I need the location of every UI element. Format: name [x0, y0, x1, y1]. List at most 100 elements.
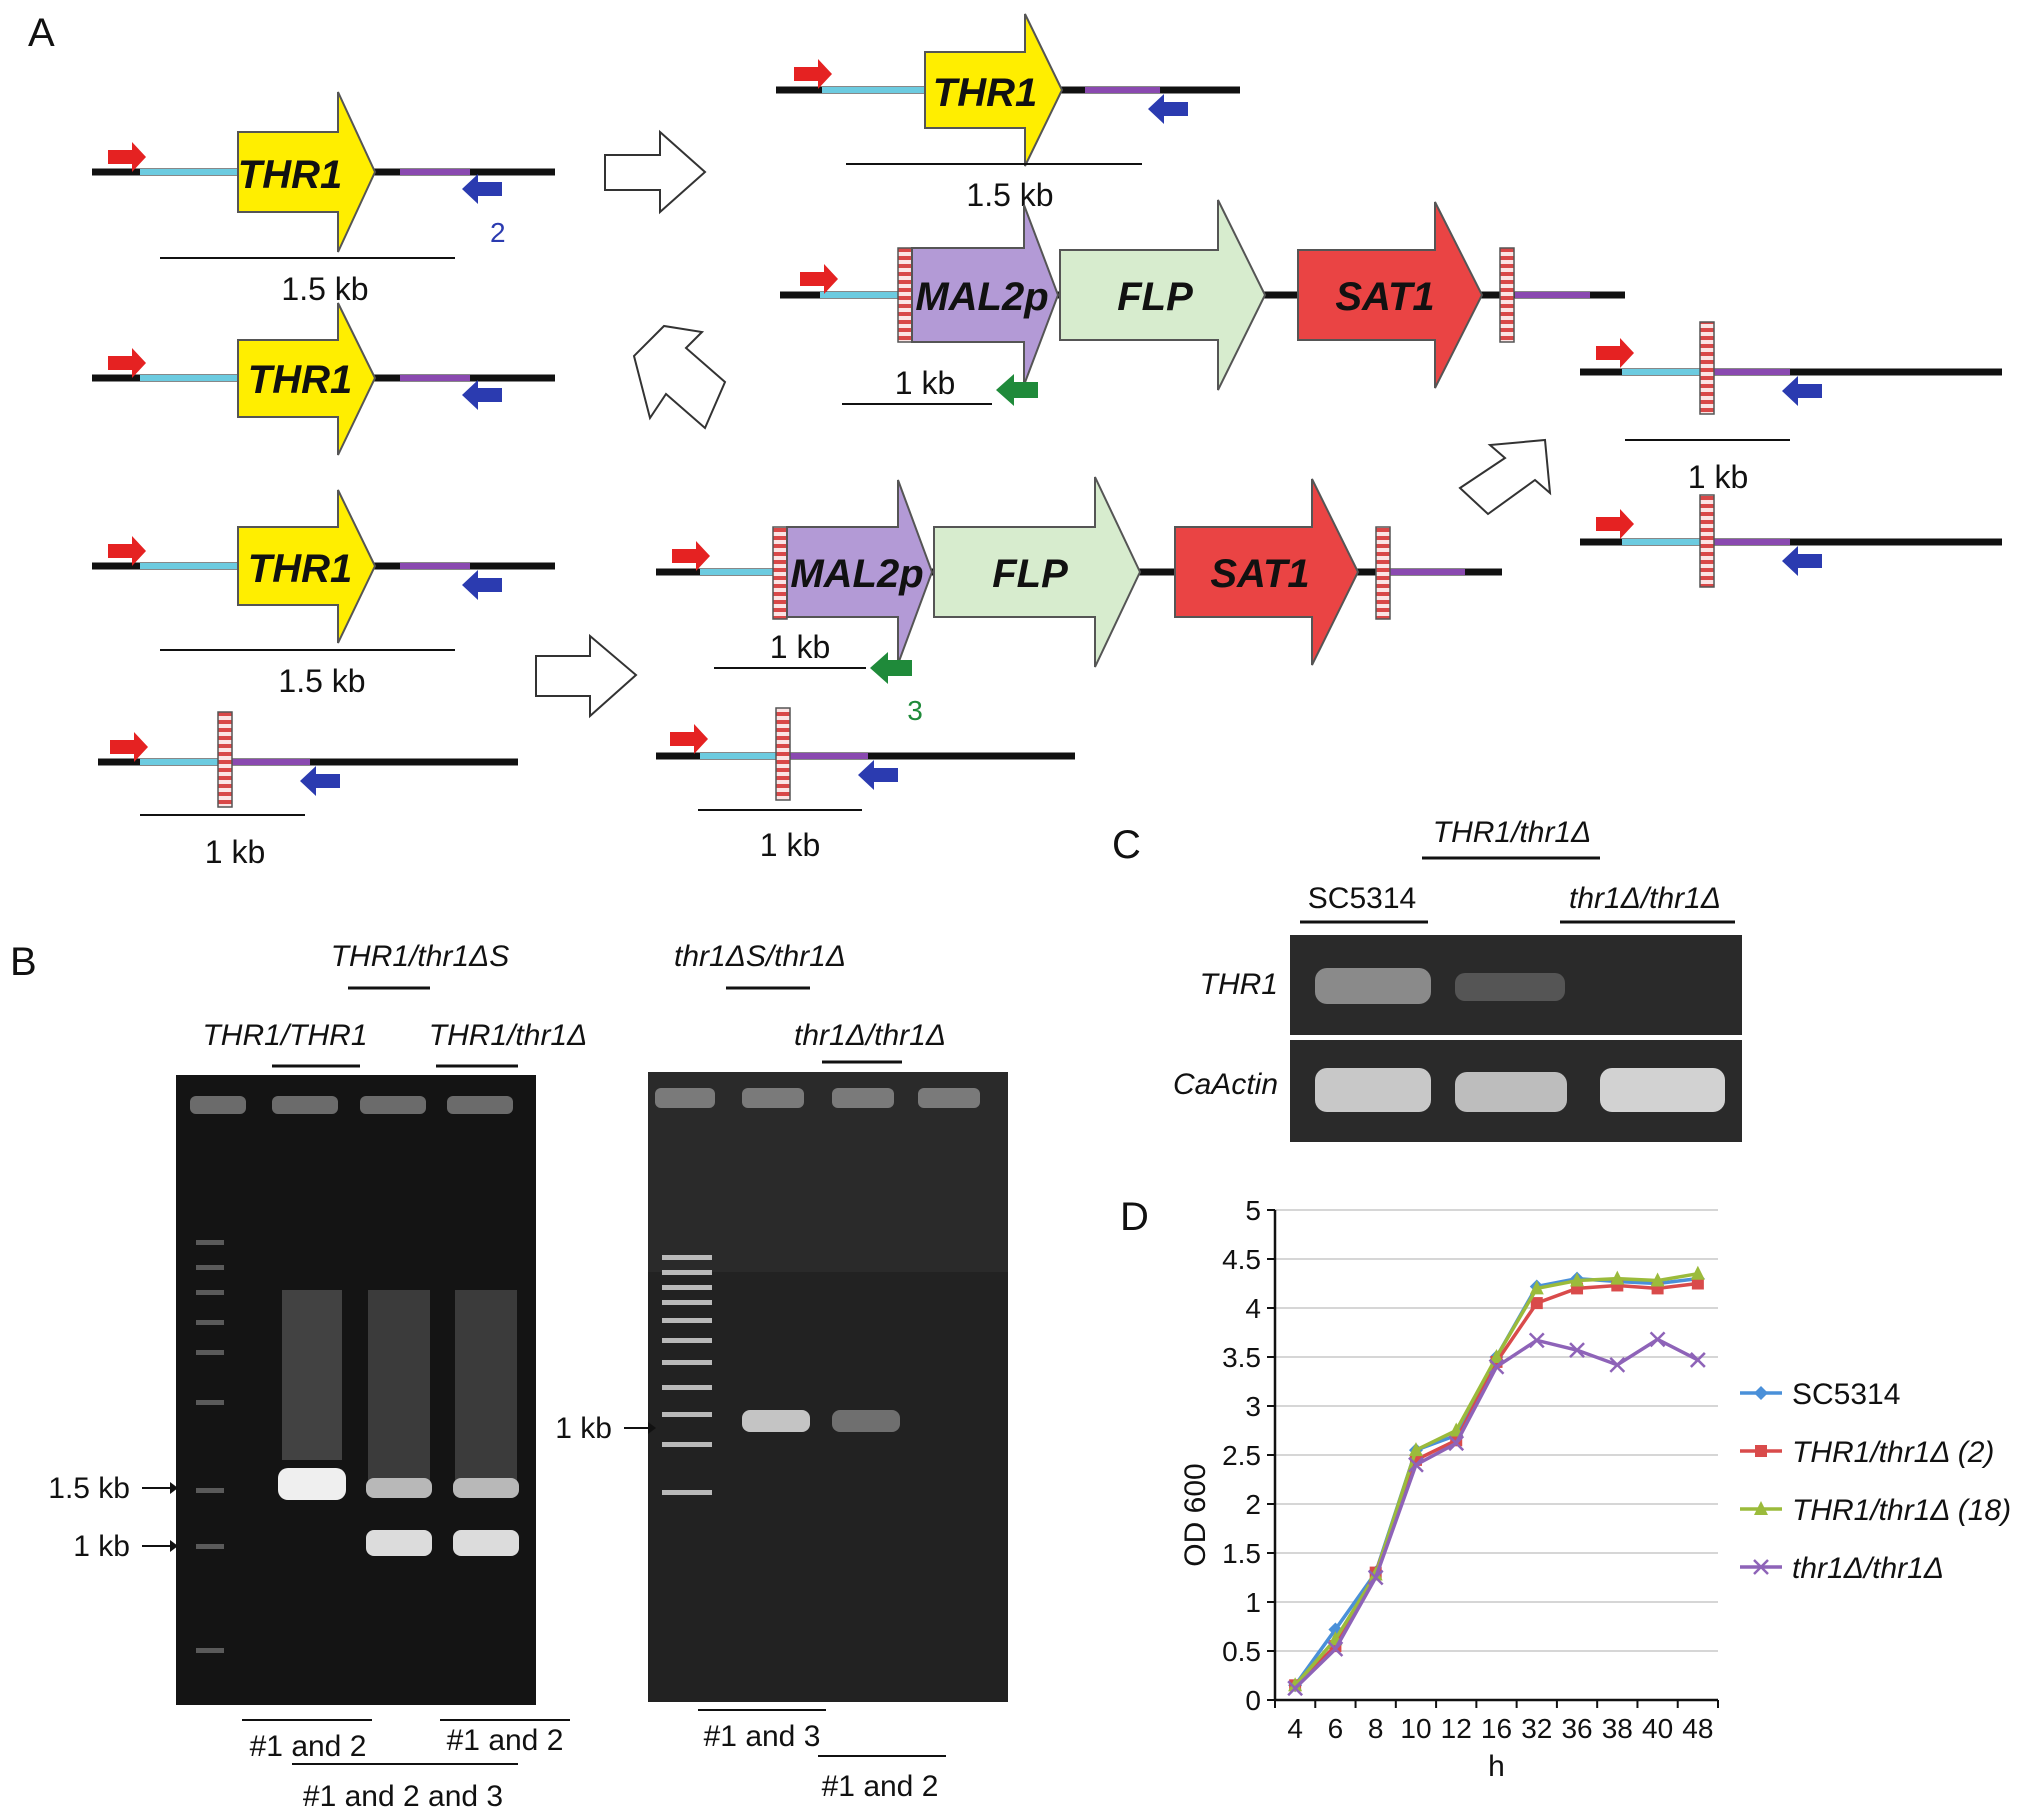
size-label: 1 kb	[205, 834, 265, 870]
gel-left-het-label: THR1/thr1Δ	[429, 1019, 588, 1052]
data-point-3	[1689, 1352, 1706, 1368]
process-arrow	[604, 129, 707, 215]
y-tick-label: 1	[1245, 1587, 1261, 1618]
row-actin-label: CaActin	[1173, 1068, 1278, 1101]
construct-wt-3: THR1 1.5 kb	[92, 489, 555, 699]
legend-label: THR1/thr1Δ (2)	[1792, 1436, 1994, 1469]
green-primer-arrow	[996, 374, 1038, 406]
data-point-2	[1529, 1280, 1544, 1295]
legend-label: SC5314	[1792, 1378, 1900, 1411]
panel-c: C THR1/thr1Δ SC5314 thr1Δ/thr1Δ THR1 CaA…	[1112, 816, 1742, 1142]
series-line-2	[1293, 1271, 1699, 1687]
x-tick-label: 32	[1521, 1713, 1552, 1744]
reverse-primer-arrow	[462, 570, 502, 600]
forward-primer-arrow	[1596, 509, 1634, 539]
data-point-3	[1327, 1641, 1344, 1657]
panel-b-letter: B	[10, 940, 37, 984]
y-tick-label: 5	[1245, 1195, 1261, 1226]
data-point-3	[1367, 1569, 1384, 1586]
y-axis-label: OD 600	[1179, 1463, 1212, 1566]
data-point-1	[1530, 1297, 1543, 1310]
series-line-3	[1293, 1337, 1699, 1690]
gel-left-wt-label: THR1/THR1	[202, 1019, 367, 1052]
primers-label: #1 and 2	[822, 1770, 939, 1803]
rt-top-label: THR1/thr1Δ	[1433, 816, 1592, 849]
y-tick-label: 0.5	[1222, 1636, 1261, 1667]
construct-deleted-1: 1 kb	[98, 711, 518, 870]
forward-primer-arrow	[672, 541, 710, 571]
y-tick-label: 4.5	[1222, 1244, 1261, 1275]
data-point-2	[1489, 1349, 1504, 1363]
sat1-gene-arrow	[1174, 478, 1360, 666]
data-point-3	[1569, 1342, 1585, 1359]
primer-3-label: 3	[907, 695, 923, 726]
strain-wt-label: SC5314	[1308, 882, 1416, 915]
data-point-2	[1408, 1442, 1423, 1457]
construct-wt-2: THR1	[92, 302, 555, 456]
data-point-2	[1610, 1270, 1625, 1285]
data-point-2	[1650, 1272, 1665, 1287]
flp-gene-arrow	[933, 476, 1142, 668]
sat1-gene-arrow	[1297, 201, 1484, 389]
construct-wt-4: THR1 1.5 kb	[776, 13, 1240, 213]
frt-site	[1375, 526, 1391, 620]
mal2p-label: MAL2p	[790, 552, 923, 596]
frt-site	[897, 247, 913, 343]
thr1-gene-label: THR1	[248, 358, 352, 402]
data-point-1	[1691, 1277, 1704, 1290]
x-tick-label: 16	[1481, 1713, 1512, 1744]
size-label: 1 kb	[895, 365, 955, 401]
gel-right-hom-label: thr1Δ/thr1Δ	[794, 1019, 946, 1052]
process-arrow	[632, 324, 727, 430]
x-tick-label: 12	[1441, 1713, 1472, 1744]
reverse-primer-arrow	[1782, 546, 1822, 576]
primer-2-label: 2	[490, 217, 506, 248]
legend-marker	[1755, 1445, 1767, 1457]
y-tick-label: 4	[1245, 1293, 1261, 1324]
y-tick-label: 3.5	[1222, 1342, 1261, 1373]
panel-d-letter: D	[1120, 1195, 1149, 1239]
gel-left	[176, 1075, 536, 1705]
y-tick-label: 3	[1245, 1391, 1261, 1422]
frt-site	[1699, 494, 1715, 588]
x-tick-label: 48	[1682, 1713, 1713, 1744]
size-label: 1.5 kb	[966, 177, 1053, 213]
series-line-1	[1293, 1281, 1699, 1687]
data-point-2	[1690, 1265, 1705, 1280]
forward-primer-arrow	[108, 348, 146, 378]
reverse-primer-arrow	[462, 380, 502, 410]
thr1-gene-arrow	[237, 91, 377, 253]
size-label: 1.5 kb	[281, 271, 368, 307]
frt-site	[1499, 247, 1515, 343]
reverse-primer-arrow	[300, 766, 340, 796]
sat1-label: SAT1	[1210, 552, 1309, 596]
size-label: 1 kb	[1688, 459, 1748, 495]
x-tick-label: 10	[1400, 1713, 1431, 1744]
process-arrow	[1458, 438, 1552, 516]
data-point-2	[1570, 1272, 1585, 1287]
size-label: 1.5 kb	[278, 663, 365, 699]
gel-right-top-label: thr1ΔS/thr1Δ	[674, 940, 846, 973]
y-tick-label: 2	[1245, 1489, 1261, 1520]
reverse-primer-arrow	[1782, 376, 1822, 406]
forward-primer-arrow	[108, 536, 146, 566]
size-label: 1 kb	[760, 827, 820, 863]
forward-primer-arrow	[800, 264, 838, 294]
flp-label: FLP	[1117, 275, 1193, 319]
mal2p-promoter-arrow	[786, 479, 934, 665]
rt-pcr-gel	[1290, 935, 1742, 1142]
thr1-gene-arrow	[237, 302, 377, 456]
row-thr1-label: THR1	[1200, 968, 1278, 1001]
x-tick-label: 40	[1642, 1713, 1673, 1744]
thr1-gene-label: THR1	[248, 547, 352, 591]
flp-label: FLP	[992, 552, 1068, 596]
frt-site	[775, 707, 791, 801]
forward-primer-arrow	[110, 732, 148, 762]
data-point-3	[1609, 1356, 1626, 1373]
thr1-gene-label: THR1	[238, 153, 342, 197]
marker-1kb-left-label: 1 kb	[73, 1530, 130, 1563]
process-arrow	[535, 633, 638, 719]
